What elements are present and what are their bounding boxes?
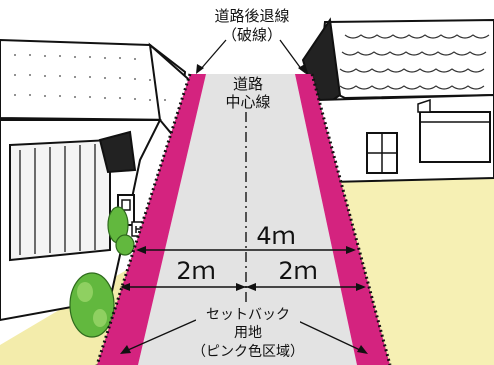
setback-line-label: 道路後退線 （破線） [212, 2, 292, 46]
dimension-label-2m-left: 2ｍ [176, 257, 215, 285]
dimension-label-4m: 4ｍ [256, 222, 295, 250]
setback-area-label-3: （ピンク色区域） [192, 343, 304, 360]
setback-line-left [95, 73, 192, 365]
leader-arrow-bottom-right [357, 345, 368, 354]
dimension-arrow-4m-left [136, 246, 146, 254]
setback-area-label-1: セットバック [206, 307, 290, 323]
tree-icon [69, 206, 135, 338]
leader-line-bottom-right [295, 319, 361, 351]
setback-line-label-2: （破線） [222, 26, 282, 44]
setback-line-right [310, 73, 392, 365]
center-line-label-2: 中心線 [225, 93, 270, 111]
dimension-arrow-2m-left-end [236, 283, 246, 291]
house-right-icon [301, 17, 494, 184]
setback-strip-right [295, 74, 390, 365]
leader-line-top-left [199, 39, 227, 71]
leader-arrow-top-right [298, 64, 306, 74]
house-left-icon [0, 38, 197, 322]
dimension-label-2m-right: 2ｍ [278, 257, 317, 285]
leader-arrow-bottom-left [120, 345, 131, 354]
road-surface [138, 74, 357, 365]
dimension-arrow-2m-left-start [120, 283, 130, 291]
setback-area-label-2: 用地 [234, 325, 262, 341]
dimension-arrow-4m-right [346, 246, 356, 254]
leader-arrow-top-left [196, 64, 204, 74]
right-roof-tiles [339, 34, 490, 90]
setback-line-label-1: 道路後退線 [214, 7, 289, 25]
setback-strip-left [97, 74, 206, 365]
leader-line-bottom-left [127, 319, 197, 351]
setback-area-label: セットバック 用地 （ピンク色区域） [192, 302, 304, 362]
left-roof-dots [14, 54, 166, 101]
dimension-arrow-2m-right-start [246, 283, 256, 291]
dimension-arrow-2m-right-end [356, 283, 366, 291]
center-line-label-1: 道路 [233, 75, 263, 93]
leader-line-top-right [279, 39, 303, 71]
